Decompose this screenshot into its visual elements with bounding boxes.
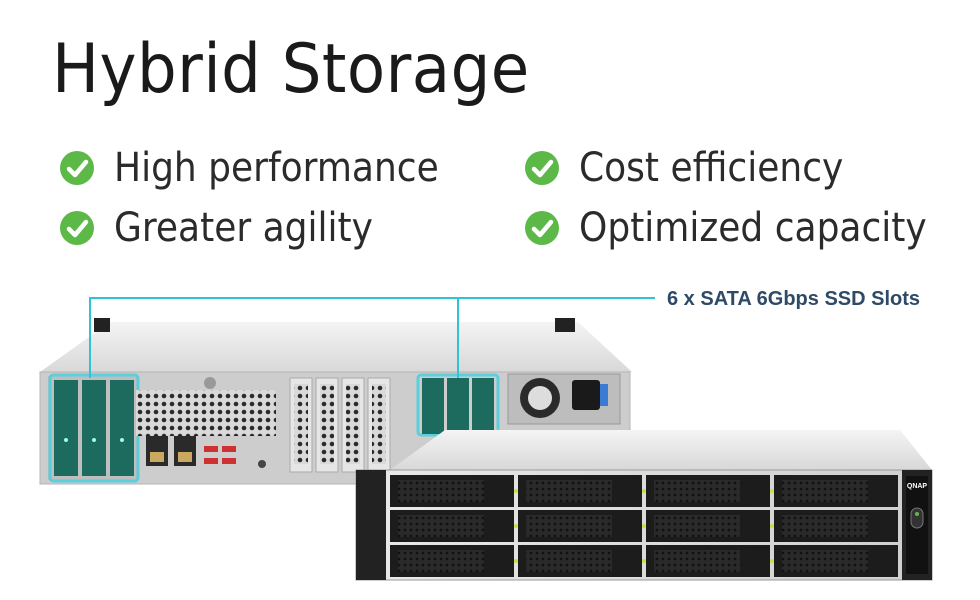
check-circle-icon — [525, 151, 559, 185]
hdd-bays — [390, 475, 898, 577]
feature-greater-agility: Greater agility — [60, 205, 402, 251]
brand-logo: QNAP — [907, 483, 928, 490]
feature-label: Greater agility — [114, 205, 373, 251]
check-circle-icon — [525, 211, 559, 245]
ssd-slots-callout: 6 x SATA 6Gbps SSD Slots — [667, 288, 921, 310]
ssd-slots-right — [416, 373, 500, 437]
feature-high-performance: High performance — [60, 145, 475, 191]
feature-label: Cost efficiency — [579, 145, 844, 191]
pcie-slots — [289, 377, 391, 473]
power-supply — [507, 373, 621, 425]
feature-label: High performance — [114, 145, 439, 191]
feature-cost-efficiency: Cost efficiency — [525, 145, 873, 191]
feature-optimized-capacity: Optimized capacity — [525, 205, 965, 251]
front-chassis: QNAP — [355, 430, 933, 581]
ssd-slots-left — [48, 373, 140, 483]
page-title: Hybrid Storage — [52, 30, 530, 109]
check-circle-icon — [60, 211, 94, 245]
feature-label: Optimized capacity — [579, 205, 927, 251]
callout-lines — [89, 297, 655, 378]
check-circle-icon — [60, 151, 94, 185]
